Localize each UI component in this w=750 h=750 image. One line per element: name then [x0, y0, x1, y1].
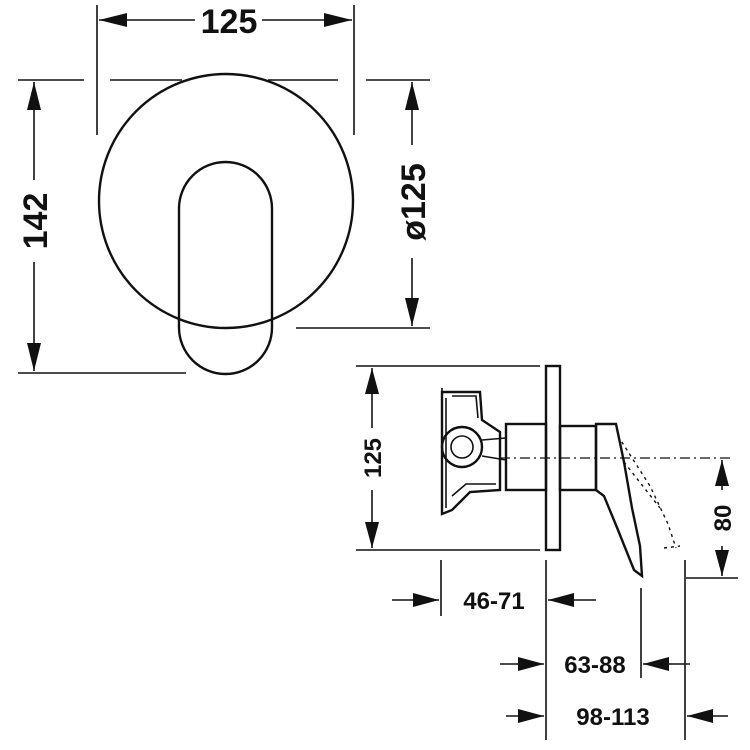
cartridge-body	[504, 422, 548, 492]
dim-side-height: 125	[360, 438, 387, 478]
dim-front-width: 125	[201, 3, 258, 41]
dim-depth-a: 46-71	[463, 588, 524, 615]
dim-lever-height: 80	[710, 505, 737, 532]
front-view: 125 142 ø125	[17, 3, 433, 376]
mounting-bracket	[440, 390, 502, 516]
dim-front-diameter: ø125	[395, 163, 433, 241]
cover-plate-outline	[97, 72, 355, 330]
inlet-fitting	[440, 425, 484, 469]
lever-handle	[594, 422, 644, 579]
side-view: 125 80 46-71 63-88 98-113	[356, 364, 738, 740]
dim-depth-b: 63-88	[564, 652, 625, 679]
dim-front-height: 142	[17, 193, 55, 250]
dim-depth-c: 98-113	[576, 704, 649, 731]
handle-outline	[177, 160, 274, 376]
